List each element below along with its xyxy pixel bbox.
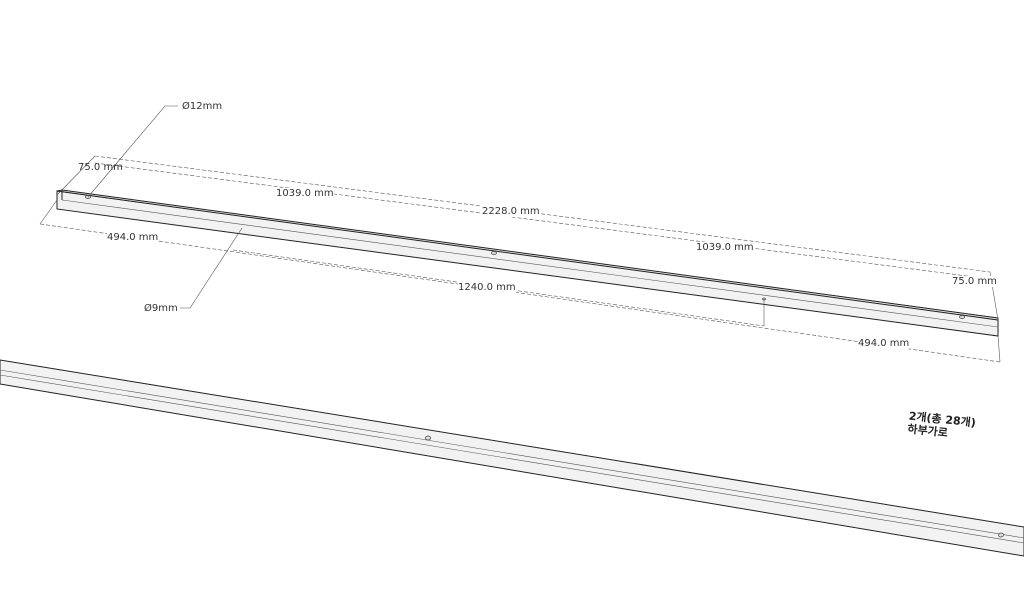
- span-right-label: 1039.0 mm: [696, 242, 754, 253]
- holes-top: [85, 195, 965, 319]
- side-offset-right-label: 494.0 mm: [858, 338, 910, 349]
- side-offset-left-label: 494.0 mm: [107, 232, 159, 243]
- end-offset-right-label: 75.0 mm: [952, 276, 997, 287]
- dimension-lines: [39, 155, 1001, 363]
- beam-bottom: [0, 359, 1024, 557]
- hole-diameter-top-label: Ø12mm: [182, 101, 223, 112]
- side-span-label: 1240.0 mm: [458, 282, 516, 293]
- hole-diameter-side-label: Ø9mm: [144, 303, 178, 314]
- holes-bottom: [425, 435, 1004, 538]
- span-left-label: 1039.0 mm: [276, 188, 334, 199]
- total-length-label: 2228.0 mm: [482, 206, 540, 217]
- end-offset-left-label: 75.0 mm: [78, 162, 123, 173]
- leader-lines: [39, 105, 1001, 363]
